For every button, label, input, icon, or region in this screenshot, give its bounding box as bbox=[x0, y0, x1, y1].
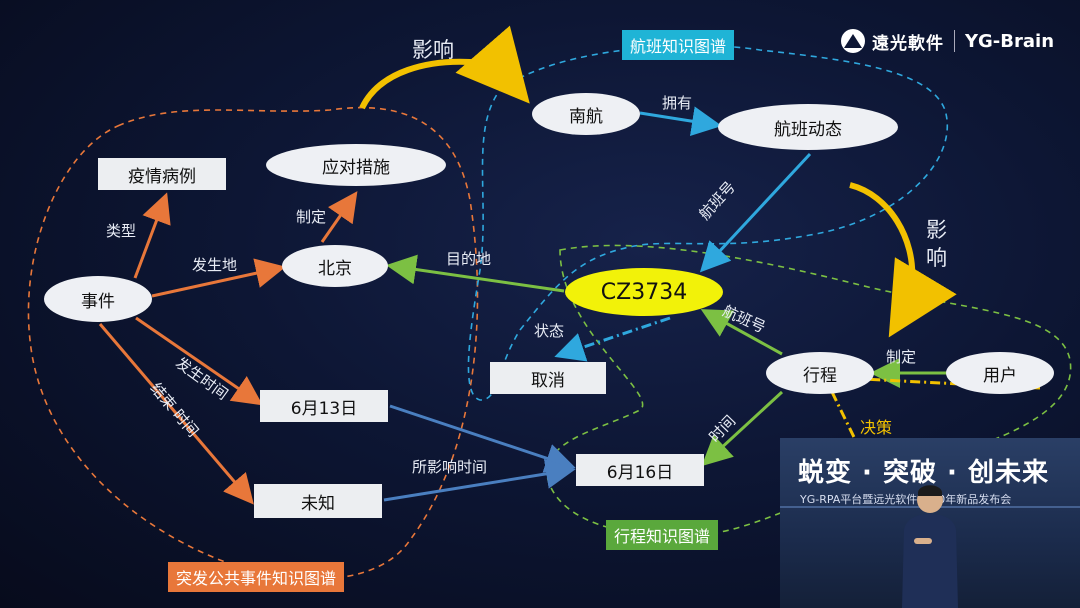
edge-shijian-date13 bbox=[135, 316, 263, 406]
speaker-figure-icon bbox=[902, 485, 958, 608]
edge-weizhi-date16 bbox=[383, 459, 576, 502]
influence-arrow-right bbox=[849, 182, 957, 338]
edge-cz-quxiao bbox=[554, 316, 671, 362]
edge-nanhang-dongtai bbox=[639, 106, 722, 137]
edge-yonghu-xingcheng-dashdot bbox=[841, 376, 1041, 390]
edge-shijian-yiqing bbox=[133, 192, 171, 279]
edge-label-zhiding2: 制定 bbox=[886, 348, 917, 366]
event-cluster-outline bbox=[27, 106, 479, 580]
node-xingcheng: 行程 bbox=[766, 352, 874, 394]
edge-label-suoyingxiang: 所影响时间 bbox=[412, 458, 488, 476]
edge-label-leixing: 类型 bbox=[106, 222, 137, 240]
node-beijing: 北京 bbox=[282, 245, 388, 287]
flight-cluster-outline bbox=[467, 44, 948, 401]
edge-cz-beijing bbox=[386, 254, 565, 293]
decision-label: 决策 bbox=[860, 418, 893, 437]
influence-arrow-top bbox=[359, 25, 530, 110]
influence-label-top: 影响 bbox=[412, 38, 454, 62]
node-hangban-dongtai: 航班动态 bbox=[718, 104, 898, 150]
node-date16: 6月16日 bbox=[576, 454, 704, 486]
node-yonghu: 用户 bbox=[946, 352, 1054, 394]
node-yiqing: 疫情病例 bbox=[98, 158, 226, 190]
edge-beijing-yingdui bbox=[320, 191, 358, 243]
edge-label-zhiding1: 制定 bbox=[296, 208, 327, 226]
event-graph-tag: 突发公共事件知识图谱 bbox=[168, 562, 345, 592]
node-nanhang: 南航 bbox=[532, 93, 640, 135]
node-weizhi: 未知 bbox=[254, 484, 382, 518]
video-slogan: 蜕变 · 突破 · 创未来 bbox=[798, 458, 1049, 488]
logo-mark-icon bbox=[841, 29, 865, 53]
video-subtitle: YG-RPA平台暨远光软件2020年新品发布会 bbox=[800, 493, 1012, 506]
speaker-video: 蜕变 · 突破 · 创未来 YG-RPA平台暨远光软件2020年新品发布会 bbox=[780, 438, 1080, 608]
edge-label-fashengdi: 发生地 bbox=[192, 256, 238, 274]
node-yingdui: 应对措施 bbox=[266, 144, 446, 186]
logo-brand-en: YG-Brain bbox=[965, 30, 1055, 52]
trip-graph-tag: 行程知识图谱 bbox=[606, 520, 719, 550]
logo-brand-cn: 遠光軟件 bbox=[872, 33, 944, 54]
edge-xingcheng-date16 bbox=[701, 390, 784, 467]
flight-graph-tag: 航班知识图谱 bbox=[622, 30, 735, 60]
node-shijian: 事件 bbox=[44, 276, 152, 322]
edge-shijian-weizhi bbox=[98, 323, 254, 505]
edge-shijian-beijing bbox=[151, 258, 286, 298]
edge-decision bbox=[830, 391, 872, 471]
node-quxiao: 取消 bbox=[490, 362, 606, 394]
edge-date13-date16 bbox=[389, 404, 576, 473]
company-logo: 遠光軟件 YG-Brain bbox=[840, 26, 1054, 56]
edge-label-mudidi: 目的地 bbox=[446, 250, 492, 268]
node-date13: 6月13日 bbox=[260, 390, 388, 422]
edge-dongtai-cz bbox=[699, 152, 812, 273]
edge-xingcheng-cz bbox=[700, 309, 783, 356]
influence-label-right: 影 响 bbox=[926, 218, 947, 270]
node-flight-no: CZ3734 bbox=[565, 268, 723, 316]
edge-label-zhuangtai: 状态 bbox=[534, 322, 565, 340]
edge-label-yongyou: 拥有 bbox=[662, 94, 693, 112]
logo-separator bbox=[954, 30, 955, 52]
